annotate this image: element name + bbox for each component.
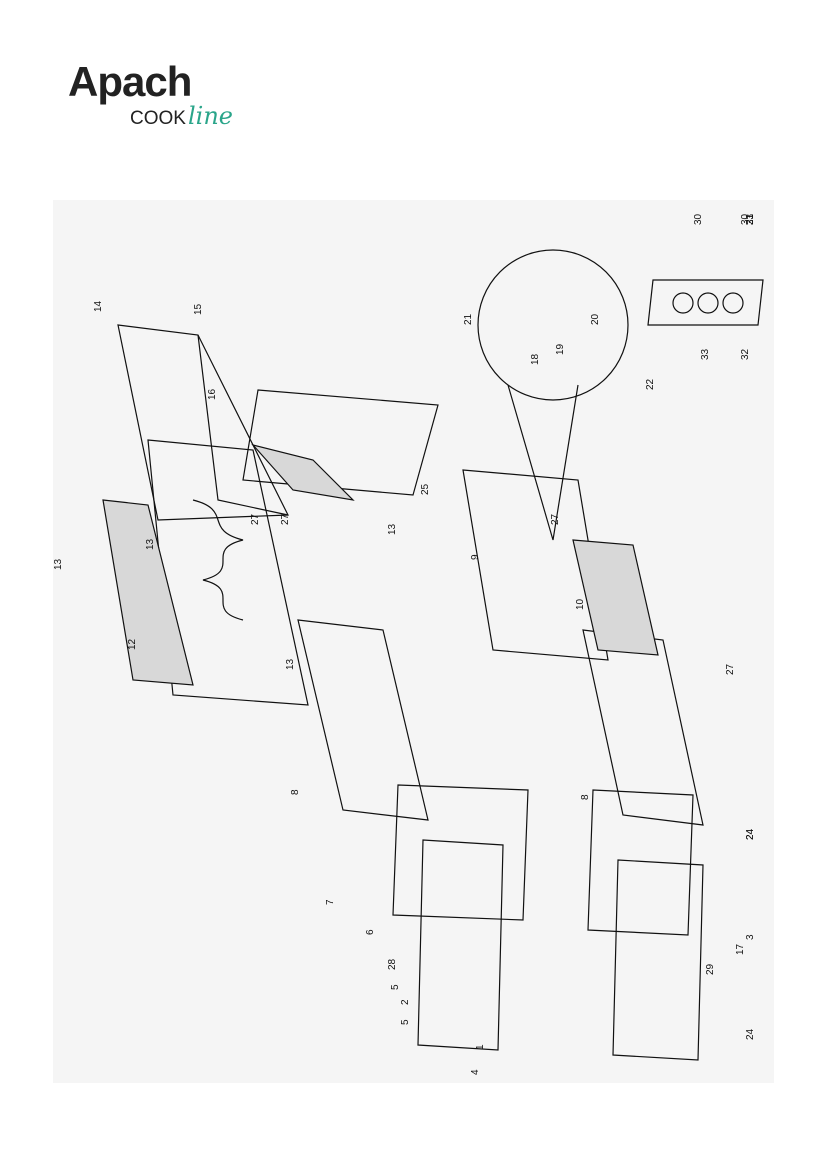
part-number-label: 6 — [365, 929, 376, 935]
part-number-label: 13 — [53, 558, 64, 570]
part-number-label: 13 — [145, 538, 156, 550]
part-number-label: 27 — [280, 513, 291, 525]
part-number-label: 9 — [470, 554, 481, 560]
part-number-label: 8 — [580, 794, 591, 800]
part-number-label: 3 — [745, 934, 756, 940]
detail-circle — [477, 249, 629, 401]
part-number-label: 22 — [645, 378, 656, 390]
control-knob-3 — [722, 292, 744, 314]
part-number-label: 14 — [93, 300, 104, 312]
control-panel-part — [647, 279, 764, 326]
part-number-label: 16 — [207, 388, 218, 400]
part-number-label: 8 — [290, 789, 301, 795]
door-frame-upper — [392, 784, 529, 921]
cover-side-part — [197, 334, 289, 516]
part-number-label: 27 — [550, 513, 561, 525]
part-number-label: 2 — [400, 999, 411, 1005]
part-number-label: 19 — [555, 343, 566, 355]
part-number-label: 7 — [325, 899, 336, 905]
part-number-label: 10 — [575, 598, 586, 610]
part-number-label: 17 — [735, 943, 746, 955]
door-frame-lower — [587, 789, 694, 936]
part-number-label: 23 — [745, 213, 756, 225]
part-number-label: 29 — [705, 963, 716, 975]
part-number-label: 30 — [740, 213, 751, 225]
part-number-label: 21 — [463, 313, 474, 325]
oven-body-lower-part — [462, 469, 609, 661]
part-number-label: 32 — [740, 348, 751, 360]
callout-line — [507, 384, 579, 541]
door-glass-lower — [612, 859, 704, 1061]
part-number-label: 1 — [475, 1044, 486, 1050]
part-number-label: 33 — [700, 348, 711, 360]
part-number-label: 31 — [745, 213, 756, 225]
insulation-lower — [572, 539, 659, 656]
part-number-label: 27 — [725, 663, 736, 675]
insulation-part — [102, 499, 194, 686]
door-glass-upper — [417, 839, 504, 1051]
outer-cover-part — [117, 324, 289, 521]
control-knob-2 — [697, 292, 719, 314]
part-number-label: 24 — [745, 1028, 756, 1040]
back-panel-part — [242, 389, 439, 496]
heating-element-middle — [297, 619, 429, 821]
insulation-part-2 — [251, 443, 355, 501]
logo-line: line — [188, 102, 234, 130]
control-knob-1 — [672, 292, 694, 314]
logo-brand: Apach — [68, 58, 192, 105]
logo-cook: COOK — [130, 108, 186, 129]
heating-element-upper — [192, 499, 244, 621]
part-number-label: 5 — [390, 984, 401, 990]
part-number-label: 13 — [387, 523, 398, 535]
part-number-label: 25 — [420, 483, 431, 495]
part-number-label: 24 — [745, 828, 756, 840]
part-number-label: 15 — [193, 303, 204, 315]
part-number-label: 5 — [400, 1019, 411, 1025]
part-number-label: 24 — [745, 828, 756, 840]
part-number-label: 4 — [470, 1069, 481, 1075]
part-number-label: 30 — [693, 213, 704, 225]
part-number-label: 18 — [530, 353, 541, 365]
part-number-label: 28 — [387, 958, 398, 970]
part-number-label: 12 — [127, 638, 138, 650]
apach-logo: Apach COOK line — [68, 58, 268, 138]
part-number-label: 27 — [250, 513, 261, 525]
part-number-label: 13 — [285, 658, 296, 670]
part-number-label: 20 — [590, 313, 601, 325]
